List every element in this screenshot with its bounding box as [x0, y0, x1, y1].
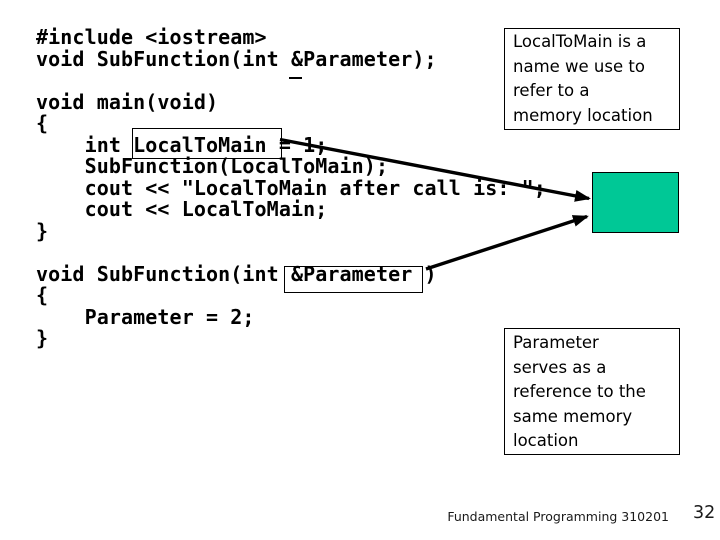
page-number: 32: [693, 503, 716, 523]
highlight-box-localtomain: [132, 128, 282, 159]
callout-parameter: Parameter serves as a reference to the s…: [504, 328, 680, 455]
highlight-box-parameter: [284, 266, 423, 293]
callout-localtomain: LocalToMain is a name we use to refer to…: [504, 28, 680, 130]
memory-cell-rect: [592, 172, 679, 233]
ampersand-underline: [289, 77, 302, 79]
code-block: #include <iostream> void SubFunction(int…: [36, 25, 546, 350]
footer-course-label: Fundamental Programming 310201: [447, 509, 669, 524]
